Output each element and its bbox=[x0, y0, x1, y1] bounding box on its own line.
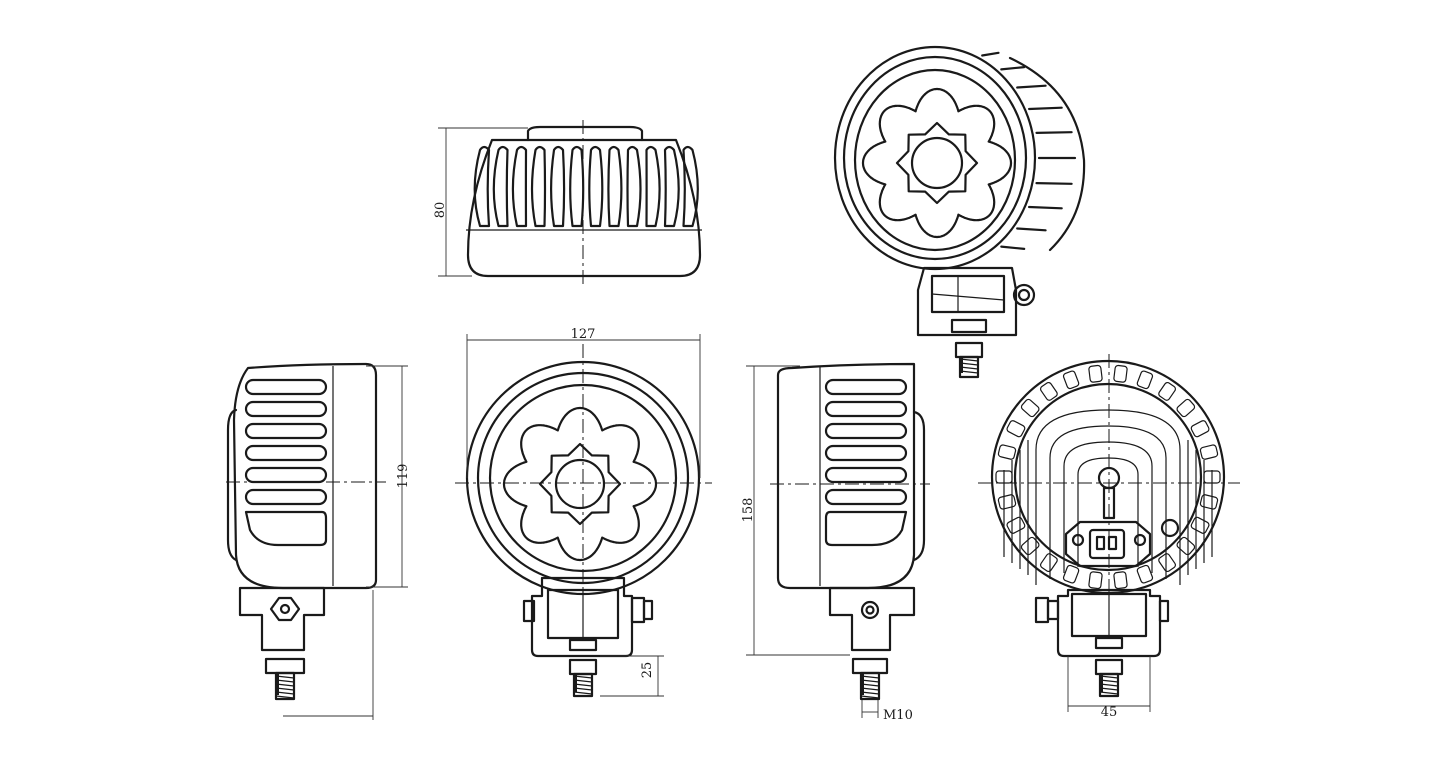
right-side-view bbox=[746, 362, 930, 718]
fin bbox=[682, 145, 699, 228]
fin bbox=[607, 145, 623, 228]
fin-slot bbox=[824, 444, 908, 462]
dim-bolt-thread: M10 bbox=[883, 708, 913, 723]
fin bbox=[530, 145, 547, 228]
arch-fin bbox=[1077, 457, 1139, 567]
fin-slot bbox=[244, 466, 328, 484]
arch-fin bbox=[1063, 441, 1153, 573]
dim-front-width: 127 bbox=[571, 327, 596, 342]
fin-slot bbox=[244, 378, 328, 396]
fin-slot bbox=[244, 488, 328, 506]
nut-shade bbox=[1100, 674, 1103, 692]
rim-slot bbox=[1199, 444, 1219, 460]
rear-heat-sink-slots bbox=[995, 364, 1221, 590]
fin bbox=[645, 145, 661, 228]
dim-bracket-width: 45 bbox=[1101, 705, 1118, 720]
nut-shade bbox=[574, 674, 577, 692]
fin bbox=[626, 145, 642, 228]
angled-front-view bbox=[833, 45, 1086, 379]
fin-slot bbox=[244, 444, 328, 462]
rim-slot bbox=[1158, 381, 1177, 401]
top-view-fins bbox=[473, 145, 699, 228]
nut-shade bbox=[861, 674, 864, 695]
fin bbox=[550, 145, 566, 228]
rim-slot bbox=[1020, 536, 1040, 556]
fin bbox=[473, 145, 491, 228]
left-side-fins bbox=[244, 378, 328, 506]
rim-slot bbox=[1113, 364, 1128, 383]
rim-fin bbox=[1016, 84, 1047, 89]
arch-fin bbox=[1035, 409, 1181, 585]
fin bbox=[492, 145, 509, 228]
fin-slot bbox=[824, 378, 908, 396]
rim-slot bbox=[1190, 420, 1210, 438]
thread bbox=[573, 691, 593, 695]
rim-slot bbox=[997, 494, 1017, 510]
angled-lens bbox=[861, 87, 1013, 239]
top-view bbox=[438, 120, 702, 284]
front-view bbox=[455, 334, 712, 698]
thread bbox=[275, 695, 295, 699]
rim-slot bbox=[1176, 536, 1196, 556]
rear-arch-fins bbox=[1003, 409, 1213, 585]
rim-fin bbox=[1000, 245, 1026, 250]
fin-slot bbox=[824, 422, 908, 440]
dim-overall-height: 158 bbox=[741, 498, 756, 523]
fin-slot bbox=[824, 400, 908, 418]
fin bbox=[511, 145, 528, 228]
dim-bracket-height: 25 bbox=[640, 662, 655, 679]
rim-slot bbox=[1199, 494, 1219, 510]
rim-slot bbox=[1062, 564, 1080, 584]
rim-slot bbox=[1006, 516, 1026, 534]
dim-side-height: 119 bbox=[396, 464, 411, 489]
rim-fin bbox=[981, 51, 1000, 57]
rim-slot bbox=[1158, 553, 1177, 573]
dim-top-depth: 80 bbox=[433, 202, 448, 219]
rim-fin bbox=[1027, 106, 1063, 111]
fin bbox=[663, 145, 680, 228]
rim-slot bbox=[1039, 381, 1058, 401]
thread bbox=[860, 695, 880, 699]
fin-slot bbox=[824, 466, 908, 484]
rim-fin bbox=[1000, 65, 1026, 71]
left-side-view bbox=[226, 362, 408, 720]
rim-fin bbox=[1016, 227, 1047, 232]
rim-fin bbox=[1035, 131, 1073, 134]
rear-view bbox=[978, 354, 1240, 712]
angled-rim-fins bbox=[981, 51, 1077, 250]
rim-fin bbox=[1027, 205, 1063, 210]
fin bbox=[569, 145, 585, 228]
right-side-fins bbox=[824, 378, 908, 506]
rim-slot bbox=[1190, 516, 1210, 534]
fin-slot bbox=[244, 422, 328, 440]
fin-slot bbox=[244, 400, 328, 418]
rim-slot bbox=[1020, 398, 1040, 418]
front-lens bbox=[502, 406, 658, 562]
arch-fin bbox=[1049, 425, 1167, 579]
nut-shade bbox=[960, 357, 963, 373]
rim-slot bbox=[1113, 571, 1128, 590]
rim-slot bbox=[1088, 364, 1103, 383]
rim-slot bbox=[997, 444, 1017, 460]
fin bbox=[588, 145, 604, 228]
rim-slot bbox=[1006, 420, 1026, 438]
rim-slot bbox=[1176, 398, 1196, 418]
nut-shade bbox=[276, 674, 279, 695]
thread bbox=[1099, 691, 1119, 695]
rim-slot bbox=[1062, 370, 1080, 390]
fin-slot bbox=[824, 488, 908, 506]
rim-fin bbox=[1035, 182, 1073, 185]
rim-slot bbox=[1039, 553, 1058, 573]
rim-slot bbox=[1136, 370, 1154, 390]
rim-slot bbox=[1088, 571, 1103, 590]
rim-slot bbox=[1136, 564, 1154, 584]
